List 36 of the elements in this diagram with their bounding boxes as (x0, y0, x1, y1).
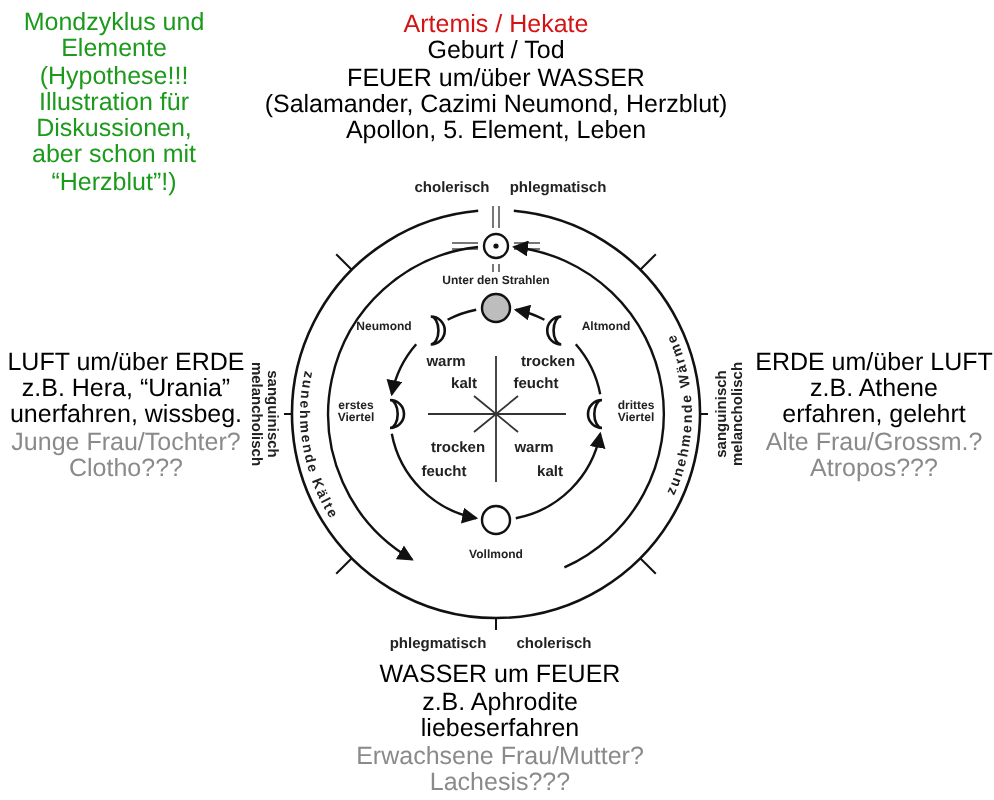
element-text: Clotho??? (69, 456, 183, 484)
heading-text: Artemis / Hekate (403, 12, 589, 40)
arrow (327, 245, 479, 561)
arrow (515, 431, 605, 520)
element-text: erfahren, gelehrt (782, 402, 966, 430)
element-text: z.B. Hera, “Urania” (21, 376, 231, 404)
arrow (513, 305, 545, 321)
arrow (512, 241, 665, 569)
connector-line (447, 308, 477, 321)
connector-line (574, 343, 602, 395)
heading-text: Geburt / Tod (427, 38, 565, 66)
element-text: Alte Frau/Grossm.? (765, 430, 983, 458)
crescent-moon (429, 315, 446, 346)
arrow (390, 433, 479, 523)
note-text: Mondzyklus und Elemente (Hypothese!!! Illustration für Diskussionen, aber schon mit “Herzblut”!) (21, 10, 207, 197)
full-moon-circle (480, 504, 512, 536)
element-text: Junge Frau/Tochter? (11, 430, 241, 458)
element-text: ERDE um/über LUFT (755, 350, 993, 378)
heading-text: FEUER um/über WASSER (347, 66, 645, 94)
arrow (387, 343, 418, 397)
element-text: WASSER um FEUER (379, 662, 621, 690)
element-text: liebeserfahren (420, 716, 580, 744)
sun-symbol (482, 232, 510, 260)
element-text: unerfahren, wissbeg. (9, 402, 243, 430)
element-text: LUFT um/über ERDE (7, 350, 245, 378)
element-text: Erwachsene Frau/Mutter? (356, 744, 644, 772)
element-text: z.B. Aphrodite (422, 690, 578, 718)
element-text: z.B. Athene (810, 376, 938, 404)
element-text: Atropos??? (810, 456, 938, 484)
heading-text: Apollon, 5. Element, Leben (345, 118, 647, 146)
heading-text: (Salamander, Cazimi Neumond, Herzblut) (264, 92, 728, 120)
new-moon-circle (480, 292, 512, 324)
element-text: Lachesis??? (429, 770, 571, 798)
half-moon (586, 398, 604, 430)
crescent-moon (546, 315, 563, 346)
half-moon (388, 398, 406, 430)
